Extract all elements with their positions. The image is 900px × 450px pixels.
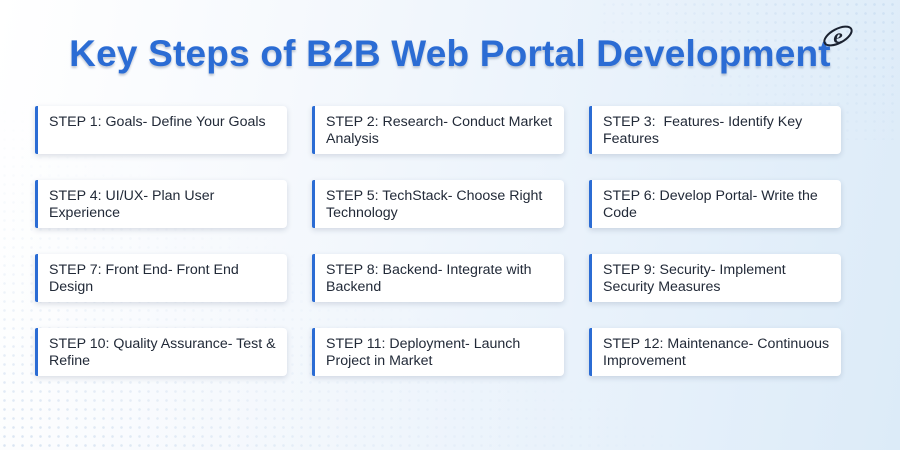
step-card-1: STEP 1: Goals- Define Your Goals — [35, 106, 287, 154]
step-label: STEP 7: Front End- Front End Design — [49, 262, 239, 295]
step-card-9: STEP 9: Security- Implement Security Mea… — [589, 254, 841, 302]
step-label: STEP 4: UI/UX- Plan User Experience — [49, 188, 215, 221]
step-label: STEP 2: Research- Conduct Market Analysi… — [326, 114, 553, 147]
step-card-3: STEP 3: Features- Identify Key Features — [589, 106, 841, 154]
step-card-6: STEP 6: Develop Portal- Write the Code — [589, 180, 841, 228]
step-card-4: STEP 4: UI/UX- Plan User Experience — [35, 180, 287, 228]
step-label: STEP 1: Goals- Define Your Goals — [49, 114, 266, 130]
step-card-11: STEP 11: Deployment- Launch Project in M… — [312, 328, 564, 376]
step-card-7: STEP 7: Front End- Front End Design — [35, 254, 287, 302]
brand-e-logo-icon: e — [823, 24, 853, 48]
step-label: STEP 8: Backend- Integrate with Backend — [326, 262, 532, 295]
step-label: STEP 11: Deployment- Launch Project in M… — [326, 336, 521, 369]
step-card-8: STEP 8: Backend- Integrate with Backend — [312, 254, 564, 302]
step-card-12: STEP 12: Maintenance- Continuous Improve… — [589, 328, 841, 376]
step-label: STEP 12: Maintenance- Continuous Improve… — [603, 336, 830, 369]
step-card-2: STEP 2: Research- Conduct Market Analysi… — [312, 106, 564, 154]
step-label: STEP 5: TechStack- Choose Right Technolo… — [326, 188, 543, 221]
page-title: Key Steps of B2B Web Portal Development — [69, 33, 831, 74]
step-label: STEP 9: Security- Implement Security Mea… — [603, 262, 786, 295]
logo-letter: e — [833, 24, 842, 48]
step-label: STEP 3: Features- Identify Key Features — [603, 114, 807, 147]
step-label: STEP 6: Develop Portal- Write the Code — [603, 188, 818, 221]
steps-grid: STEP 1: Goals- Define Your Goals STEP 2:… — [35, 106, 841, 376]
step-label: STEP 10: Quality Assurance- Test & Refin… — [49, 336, 276, 369]
step-card-5: STEP 5: TechStack- Choose Right Technolo… — [312, 180, 564, 228]
step-card-10: STEP 10: Quality Assurance- Test & Refin… — [35, 328, 287, 376]
